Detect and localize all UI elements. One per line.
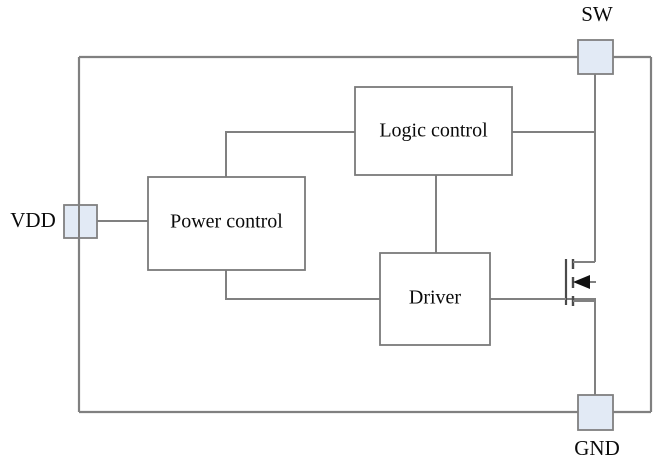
pad-sw-square	[577, 39, 614, 75]
block-logic-control[interactable]: Logic control	[354, 86, 513, 176]
wire-logic-to-sw-node	[512, 131, 596, 262]
pad-vdd-square	[63, 204, 98, 239]
nmos-power-fet	[537, 259, 596, 306]
pad-sw[interactable]: SW	[577, 2, 614, 75]
fet-body-arrow-icon	[573, 275, 590, 289]
wire-logic-to-power-control	[225, 131, 355, 177]
pad-vdd-label: VDD	[10, 208, 56, 232]
pad-stubs	[78, 74, 596, 395]
pad-gnd[interactable]: GND	[574, 394, 620, 460]
block-driver[interactable]: Driver	[379, 252, 491, 346]
block-logic-control-label: Logic control	[379, 120, 488, 142]
pad-gnd-label: GND	[574, 436, 620, 460]
wire-power-control-to-driver	[225, 270, 380, 300]
wire-driver-to-fet	[490, 298, 596, 395]
pad-sw-label: SW	[581, 2, 613, 26]
pad-gnd-square	[577, 394, 614, 431]
block-power-control-box	[147, 176, 306, 271]
block-power-control-label: Power control	[170, 211, 283, 233]
block-driver-label: Driver	[409, 287, 462, 309]
block-driver-box	[379, 252, 491, 346]
block-logic-control-box	[354, 86, 513, 176]
block-power-control[interactable]: Power control	[147, 176, 306, 271]
pad-vdd[interactable]: VDD	[10, 204, 98, 239]
internal-nets	[97, 131, 596, 395]
